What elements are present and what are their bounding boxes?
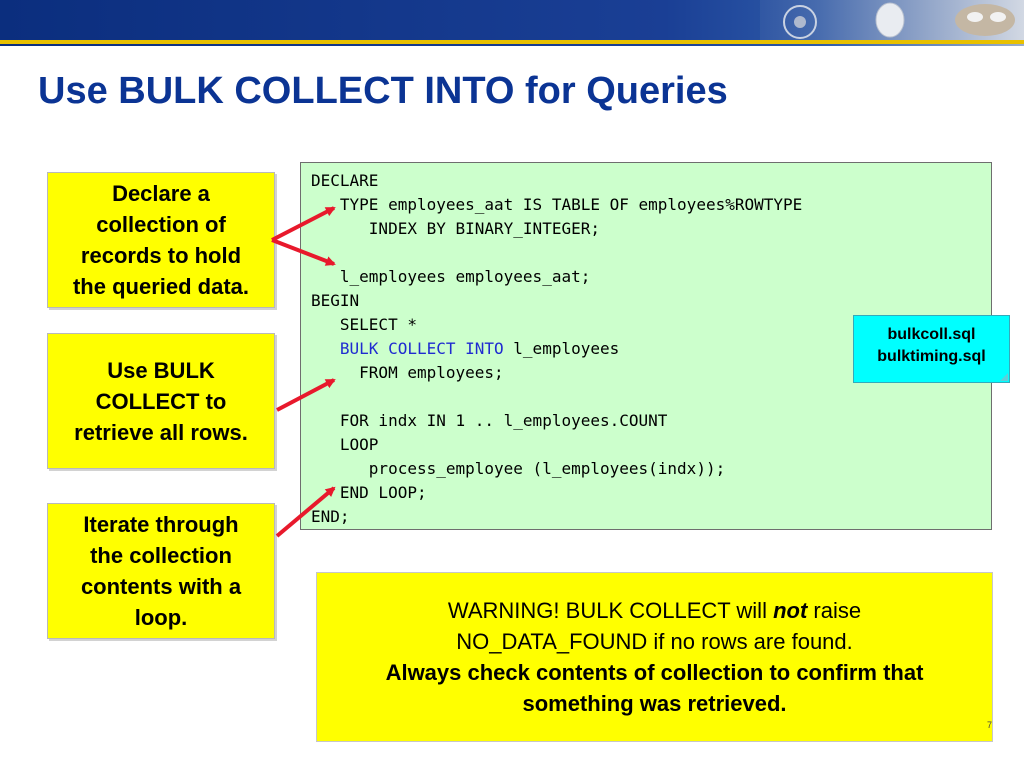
code-line: INDEX BY BINARY_INTEGER; bbox=[311, 219, 600, 238]
callout-line: the collection bbox=[90, 543, 232, 568]
header-decorative-image bbox=[760, 0, 1024, 40]
warning-text: raise bbox=[807, 598, 862, 623]
page-fold-icon bbox=[1000, 373, 1008, 381]
code-line: END LOOP; bbox=[311, 483, 427, 502]
warning-emphasis: not bbox=[773, 598, 808, 623]
code-line: DECLARE bbox=[311, 171, 379, 190]
callout-line: Use BULK bbox=[107, 357, 215, 383]
file-name: bulktiming.sql bbox=[877, 348, 986, 365]
callout-bulk-collect: Use BULK COLLECT to retrieve all rows. bbox=[47, 333, 275, 469]
arrow-to-bulk-collect bbox=[276, 378, 336, 412]
code-identifier: l_employees bbox=[503, 339, 620, 358]
lightbulb-icon bbox=[875, 2, 905, 38]
warning-line: Always check contents of collection to c… bbox=[385, 660, 924, 685]
code-line: SELECT * bbox=[311, 315, 417, 334]
callout-declare-collection: Declare a collection of records to hold … bbox=[47, 172, 275, 308]
code-line: l_employees employees_aat; bbox=[311, 267, 591, 286]
warning-note: WARNING! BULK COLLECT will not raise NO_… bbox=[316, 572, 993, 742]
code-line: BEGIN bbox=[311, 291, 360, 310]
file-reference-badge: bulkcoll.sql bulktiming.sql bbox=[853, 315, 1010, 383]
callout-line: retrieve all rows. bbox=[74, 419, 248, 445]
arrow-to-type-declaration bbox=[271, 206, 336, 242]
header-accent-line bbox=[0, 40, 1024, 44]
code-line: process_employee (l_employees(indx)); bbox=[311, 459, 726, 478]
code-keyword: BULK COLLECT INTO bbox=[311, 339, 504, 358]
callout-line: Iterate through bbox=[83, 512, 239, 537]
arrow-to-collection-variable bbox=[271, 238, 336, 266]
page-title: Use BULK COLLECT INTO for Queries bbox=[38, 70, 728, 112]
code-line: TYPE employees_aat IS TABLE OF employees… bbox=[311, 195, 803, 214]
callout-line: collection of bbox=[96, 212, 226, 237]
callout-line: records to hold bbox=[80, 243, 242, 268]
code-line: END; bbox=[311, 507, 350, 526]
callout-line: contents with a bbox=[80, 574, 242, 599]
lens-icon bbox=[783, 5, 817, 39]
callout-iterate-loop: Iterate through the collection contents … bbox=[47, 503, 275, 639]
callout-line: Declare a bbox=[112, 181, 210, 206]
warning-line: something was retrieved. bbox=[522, 691, 787, 716]
code-line: FROM employees; bbox=[311, 363, 504, 382]
page-number: 7 bbox=[987, 720, 993, 730]
warning-line: NO_DATA_FOUND if no rows are found. bbox=[456, 629, 853, 654]
code-line: LOOP bbox=[311, 435, 379, 454]
callout-line: the queried data. bbox=[72, 274, 250, 299]
code-line: FOR indx IN 1 .. l_employees.COUNT bbox=[311, 411, 668, 430]
callout-line: loop. bbox=[134, 605, 188, 630]
file-name: bulkcoll.sql bbox=[887, 326, 976, 343]
arrow-to-loop bbox=[275, 486, 336, 538]
code-line-bulk-collect: BULK COLLECT INTO l_employees bbox=[311, 337, 619, 361]
callout-line: COLLECT to bbox=[95, 388, 227, 414]
warning-line: WARNING! BULK COLLECT will not raise bbox=[448, 595, 861, 626]
warning-text: WARNING! BULK COLLECT will bbox=[447, 598, 774, 623]
